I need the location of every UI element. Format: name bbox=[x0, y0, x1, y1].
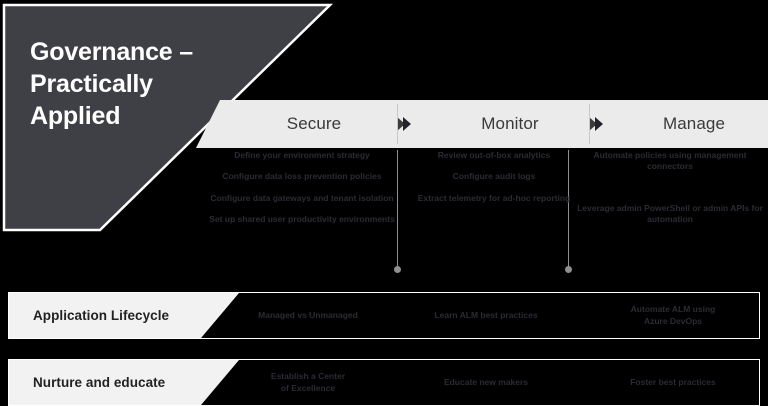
list-item: Define your environment strategy bbox=[234, 150, 370, 160]
column-divider-1-top bbox=[397, 104, 398, 144]
list-item: Configure audit logs bbox=[452, 171, 536, 182]
row-label-shape-1: Application Lifecycle bbox=[9, 293, 239, 338]
phase-header-secure[interactable]: Secure bbox=[286, 114, 342, 133]
title-pentagon-path bbox=[2, 3, 334, 232]
list-item: Configure data loss prevention policies bbox=[222, 171, 382, 182]
column-divider-2 bbox=[568, 150, 569, 268]
row1-cell-monitor: Learn ALM best practices bbox=[434, 309, 538, 320]
row-nurture-and-educate: Nurture and educate Establish a Center o… bbox=[8, 359, 760, 406]
column-items-manage: Automate policies using management conne… bbox=[572, 150, 768, 256]
row-label-shape-2: Nurture and educate bbox=[9, 360, 239, 405]
row-label-nurture-and-educate: Nurture and educate bbox=[33, 375, 166, 390]
chevron-right-icon bbox=[392, 113, 414, 135]
row2-cell-manage: Foster best practices bbox=[630, 376, 716, 387]
row2-cell-monitor: Educate new makers bbox=[443, 376, 529, 387]
column-divider-2-dot bbox=[565, 266, 572, 273]
title-shape: Governance – Practically Applied bbox=[0, 0, 336, 236]
list-item: Review out-of-box analytics bbox=[437, 150, 551, 160]
list-item: Extract telemetry for ad-hoc reporting bbox=[417, 192, 571, 203]
list-item: Leverage admin PowerShell or admin APIs … bbox=[577, 202, 763, 225]
chevron-right-icon-2 bbox=[584, 113, 606, 135]
column-items-secure: Define your environment strategy Configu… bbox=[204, 150, 400, 236]
list-item: Set up shared user productivity environm… bbox=[209, 214, 395, 225]
row-label-application-lifecycle: Application Lifecycle bbox=[33, 308, 170, 323]
column-divider-2-top bbox=[589, 104, 590, 144]
page-title: Governance – Practically Applied bbox=[30, 38, 193, 130]
phase-header-manage[interactable]: Manage bbox=[662, 114, 726, 133]
column-divider-1-dot bbox=[394, 266, 401, 273]
phase-header-background bbox=[196, 100, 768, 148]
row-application-lifecycle: Application Lifecycle Managed vs Unmanag… bbox=[8, 292, 760, 339]
row1-cell-manage: Automate ALM using Azure DevOps bbox=[630, 304, 716, 326]
column-divider-1 bbox=[397, 150, 398, 268]
phase-header-monitor[interactable]: Monitor bbox=[481, 114, 539, 133]
row1-cell-secure: Managed vs Unmanaged bbox=[258, 309, 358, 320]
list-item: Configure data gateways and tenant isola… bbox=[210, 192, 394, 203]
column-items-monitor: Review out-of-box analytics Configure au… bbox=[396, 150, 592, 214]
row2-cell-secure: Establish a Center of Excellence bbox=[270, 371, 346, 393]
phase-header-band: Secure Monitor Manage bbox=[196, 100, 768, 148]
list-item: Automate policies using management conne… bbox=[593, 150, 747, 172]
